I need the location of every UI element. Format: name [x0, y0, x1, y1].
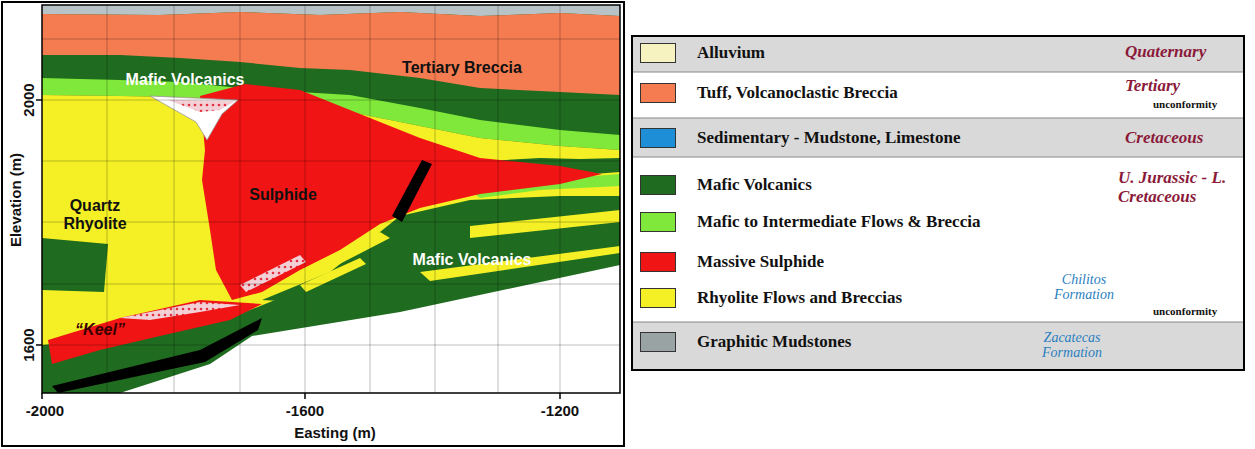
- region-label: Tertiary Breccia: [402, 59, 522, 77]
- legend-text: Mafic Volcanics: [697, 176, 812, 195]
- axis-tick: -2000: [26, 403, 64, 420]
- region-label: Mafic Volcanics: [126, 71, 245, 89]
- legend-swatch: [640, 288, 676, 308]
- axis-title: Elevation (m): [8, 153, 25, 247]
- legend-text: Graphitic Mudstones: [697, 333, 851, 352]
- legend-text: Tuff, Volcanoclastic Breccia: [697, 84, 898, 103]
- legend-text: Massive Sulphide: [697, 253, 824, 272]
- axis-title: Easting (m): [294, 425, 376, 442]
- unconformity-note: unconformity: [1153, 305, 1217, 317]
- legend-swatch: [640, 175, 676, 195]
- formation-label: Zacatecas Formation: [1026, 330, 1118, 361]
- region-label: Quartz Rhyolite: [55, 197, 135, 232]
- legend-text: Sedimentary - Mudstone, Limestone: [697, 129, 960, 148]
- axis-tick: -1200: [541, 403, 579, 420]
- legend-panel: [632, 36, 1244, 370]
- axis-tick: 2000: [21, 83, 38, 116]
- legend-swatch: [640, 128, 676, 148]
- axis-tick: -1600: [286, 403, 324, 420]
- legend-text: Mafic to Intermediate Flows & Breccia: [697, 213, 980, 232]
- region-label: Sulphide: [249, 186, 317, 204]
- age-label: Tertiary: [1125, 77, 1180, 96]
- legend-text: Rhyolite Flows and Breccias: [697, 289, 902, 308]
- legend-swatch: [640, 252, 676, 272]
- legend-swatch: [640, 83, 676, 103]
- legend-text: Alluvium: [697, 44, 765, 63]
- axis-tick: 1600: [21, 328, 38, 361]
- region-label: Mafic Volcanics: [413, 251, 532, 269]
- formation-label: Chilitos Formation: [1047, 272, 1121, 303]
- age-label: Quaternary: [1125, 43, 1206, 62]
- legend-swatch: [640, 332, 676, 352]
- age-label: Cretaceous: [1125, 129, 1203, 148]
- legend-swatch: [640, 43, 676, 63]
- region-label: “Keel”: [75, 321, 125, 339]
- age-label: U. Jurassic - L. Cretaceous: [1118, 169, 1240, 206]
- legend-swatch: [640, 212, 676, 232]
- unconformity-note: unconformity: [1153, 98, 1217, 110]
